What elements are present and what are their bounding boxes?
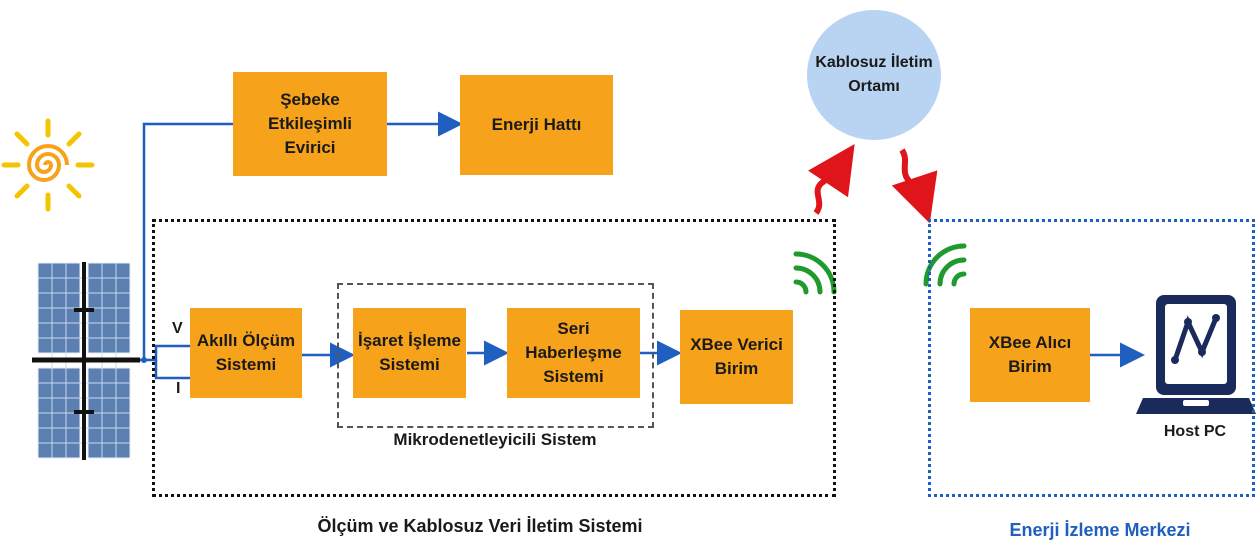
serial-communication-box: Seri Haberleşme Sistemi <box>507 308 640 398</box>
current-line <box>154 360 190 380</box>
smart-meter-box: Akıllı Ölçüm Sistemi <box>190 308 302 398</box>
host-pc-label: Host PC <box>1163 423 1227 440</box>
xbee-receiver-box: XBee Alıcı Birim <box>970 308 1090 402</box>
monitoring-center-frame <box>928 219 1255 497</box>
energy-line-box: Enerji Hattı <box>460 75 613 175</box>
solar-panel-icon <box>32 262 140 460</box>
xbee-transmitter-box: XBee Verici Birim <box>680 310 793 404</box>
measurement-system-label: Ölçüm ve Kablosuz Veri İletim Sistemi <box>317 516 643 536</box>
inverter-box: Şebeke Etkileşimli Evirici <box>233 72 387 176</box>
wireless-down-arrow <box>891 148 938 224</box>
voltage-label: V <box>172 320 183 337</box>
measurement-system-frame <box>152 219 836 497</box>
monitoring-center-label: Enerji İzleme Merkezi <box>1009 520 1191 540</box>
sun-icon <box>1 118 95 212</box>
wifi-signal-icon <box>923 243 967 287</box>
signal-processing-box: İşaret İşleme Sistemi <box>353 308 466 398</box>
wireless-medium-node: Kablosuz İletim Ortamı <box>807 10 941 140</box>
wireless-up-arrow <box>808 144 855 215</box>
voltage-line <box>144 344 190 362</box>
microcontroller-system-frame <box>337 283 654 428</box>
microcontroller-system-label: Mikrodenetleyicili Sistem <box>393 430 597 449</box>
current-label: I <box>176 380 181 397</box>
laptop-chart-icon <box>1136 295 1256 414</box>
